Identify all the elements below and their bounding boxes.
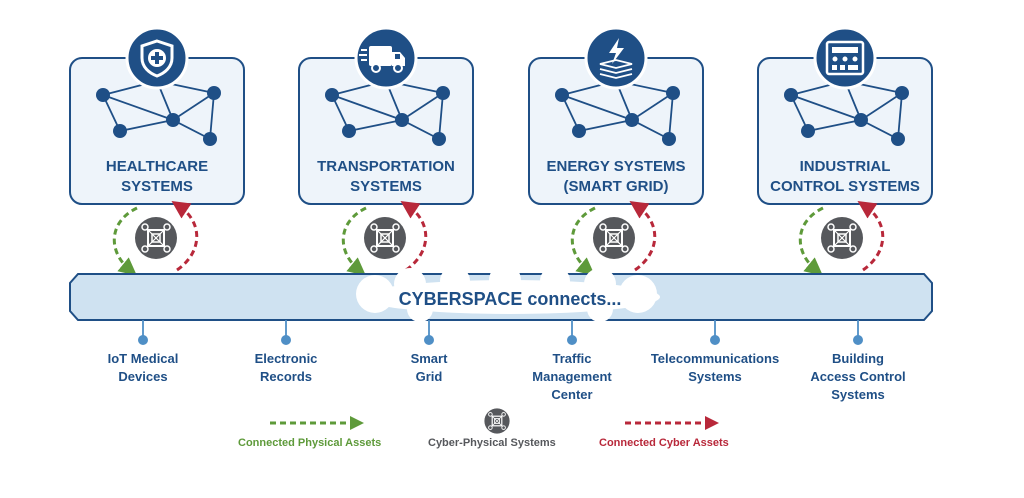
label-line: Building — [832, 351, 884, 366]
connection-label-smart-grid: Smart Grid — [354, 350, 504, 386]
label-line: Systems — [831, 387, 885, 402]
label-line: Management — [532, 369, 612, 384]
control-panel-icon — [825, 40, 865, 76]
system-title-energy: ENERGY SYSTEMS (SMART GRID) — [531, 157, 701, 197]
label-line: Telecommunications — [650, 351, 780, 366]
title-line: TRANSPORTATION — [317, 158, 455, 175]
label-line: Traffic — [552, 351, 592, 366]
cps-link-transportation — [341, 201, 428, 276]
title-line: INDUSTRIAL — [799, 158, 891, 175]
legend-cps-icon — [483, 407, 511, 435]
connector-lines — [142, 320, 859, 337]
connection-label-electronic-records: Electronic Records — [211, 350, 361, 386]
connection-label-iot-medical: IoT Medical Devices — [68, 350, 218, 386]
legend-cps-label: Cyber-Physical Systems — [428, 437, 556, 449]
cps-link-energy — [570, 201, 657, 276]
cps-link-industrial — [798, 201, 885, 276]
system-title-healthcare: HEALTHCARE SYSTEMS — [72, 157, 242, 197]
title-line: SYSTEMS — [350, 178, 422, 195]
cps-link-healthcare — [112, 201, 199, 276]
label-line: Access Control — [810, 369, 906, 384]
legend-physical-arrow — [270, 416, 364, 430]
connection-label-telecommunications: Telecommunications Systems — [640, 350, 790, 386]
connector-dots — [138, 335, 863, 345]
connection-label-traffic-management: Traffic Management Center — [497, 350, 647, 404]
cyberspace-label: CYBERSPACE connects... — [398, 289, 622, 309]
truck-icon — [359, 46, 405, 73]
label-line: Records — [259, 369, 313, 384]
power-icon — [599, 38, 633, 79]
label-line: Grid — [415, 369, 443, 384]
label-line: Electronic — [254, 351, 318, 366]
system-healthcare — [69, 26, 245, 205]
label-line: Devices — [118, 369, 168, 384]
title-line: ENERGY SYSTEMS — [546, 158, 686, 175]
system-energy — [528, 26, 704, 205]
system-industrial — [757, 26, 933, 205]
health-shield-icon — [140, 39, 174, 78]
cloud-shape — [356, 264, 660, 322]
label-line: IoT Medical — [107, 351, 179, 366]
legend-cyber-label: Connected Cyber Assets — [599, 437, 729, 449]
connection-label-building-access: Building Access Control Systems — [783, 350, 933, 404]
label-line: Systems — [688, 369, 742, 384]
legend-physical-label: Connected Physical Assets — [238, 437, 382, 449]
system-transportation — [298, 26, 474, 205]
legend-cyber-arrow — [625, 416, 719, 430]
title-line: (SMART GRID) — [563, 178, 669, 195]
title-line: SYSTEMS — [121, 178, 193, 195]
label-line: Smart — [410, 351, 448, 366]
system-title-industrial: INDUSTRIAL CONTROL SYSTEMS — [760, 157, 930, 197]
title-line: HEALTHCARE — [105, 158, 209, 175]
label-line: Center — [551, 387, 593, 402]
system-title-transportation: TRANSPORTATION SYSTEMS — [301, 157, 471, 197]
title-line: CONTROL SYSTEMS — [770, 178, 920, 195]
